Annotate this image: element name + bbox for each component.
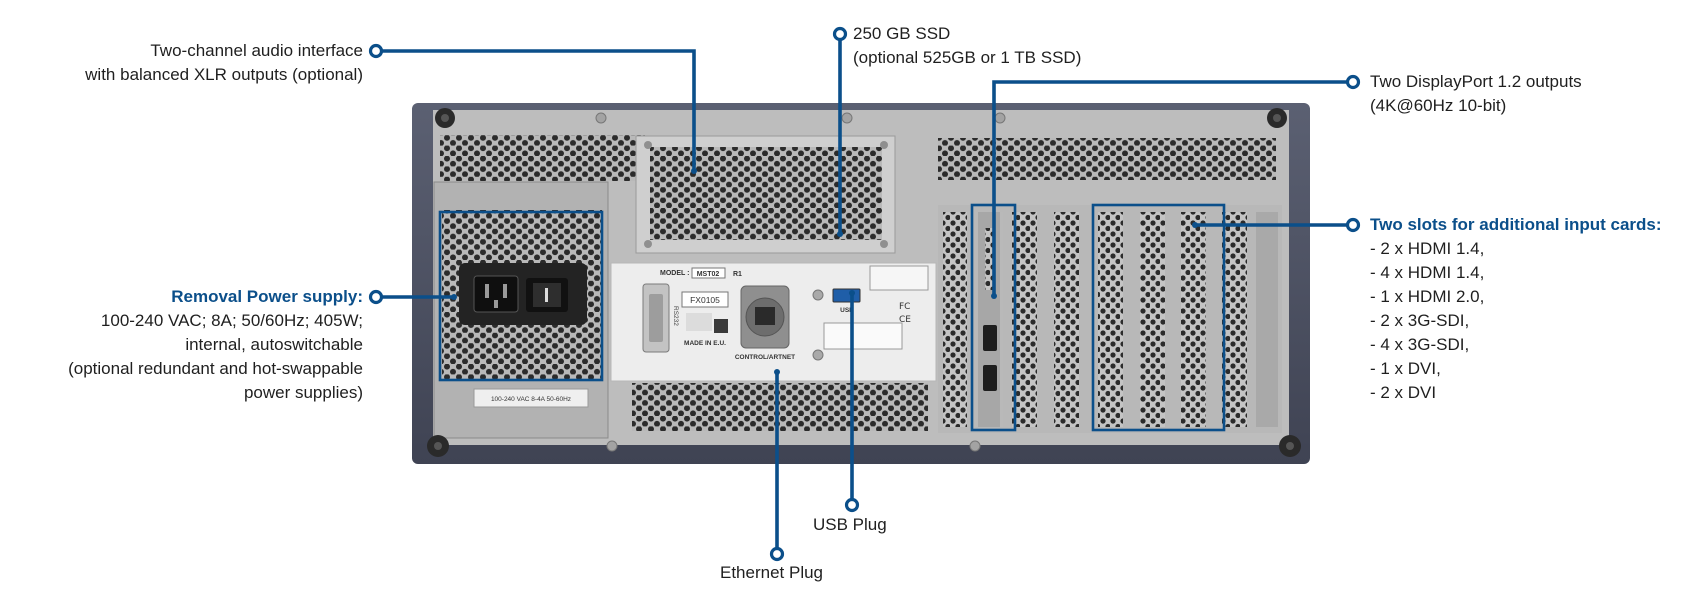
bottom-vent	[632, 383, 928, 431]
input-cards-highlight-box	[1091, 203, 1226, 432]
power-callout-line4: power supplies)	[243, 383, 363, 402]
audio-leader	[379, 49, 696, 172]
input-card-option: - 1 x HDMI 2.0,	[1370, 287, 1485, 306]
usb-callout: USB Plug	[813, 513, 887, 537]
displayport-2	[983, 325, 997, 351]
displayport-leader	[992, 80, 1350, 296]
top-vent-left	[440, 135, 645, 181]
input-card-option: - 1 x DVI,	[1370, 359, 1441, 378]
input-card-option: - 2 x 3G-SDI,	[1370, 311, 1470, 330]
ssd-callout-line1: 250 GB SSD	[853, 24, 951, 43]
displayport-1	[983, 365, 997, 391]
svg-text:CE: CE	[899, 315, 911, 325]
displayport-callout-line2: (4K@60Hz 10-bit)	[1370, 96, 1507, 115]
displayport-callout-line1: Two DisplayPort 1.2 outputs	[1370, 72, 1582, 91]
power-callout-line1: 100-240 VAC; 8A; 50/60Hz; 405W;	[100, 311, 363, 330]
audio-callout: Two-channel audio interface with balance…	[85, 39, 363, 87]
displayport-callout: Two DisplayPort 1.2 outputs (4K@60Hz 10-…	[1370, 70, 1582, 118]
ssd-vent	[650, 147, 882, 240]
top-vent-right	[938, 138, 1276, 180]
svg-text:FC: FC	[899, 302, 910, 312]
ssd-callout: 250 GB SSD (optional 525GB or 1 TB SSD)	[853, 22, 1081, 70]
model-value: MST02	[697, 271, 720, 278]
power-callout-line2: internal, autoswitchable	[185, 335, 363, 354]
power-callout: Removal Power supply: 100-240 VAC; 8A; 5…	[68, 285, 363, 405]
input-cards-callout: Two slots for additional input cards: - …	[1370, 213, 1662, 405]
made-in-label: MADE IN E.U.	[684, 340, 726, 347]
rs232-label: RS232	[672, 306, 679, 326]
input-card-option: - 2 x DVI	[1370, 383, 1437, 402]
usb-callout-label: USB Plug	[813, 515, 887, 534]
serial-tag: FX0105	[690, 295, 720, 305]
model-label: MODEL :	[660, 270, 689, 277]
audio-callout-line1: Two-channel audio interface	[150, 41, 363, 60]
audio-callout-line2: with balanced XLR outputs (optional)	[85, 65, 363, 84]
input-card-option: - 4 x HDMI 1.4,	[1370, 263, 1485, 282]
usb-port-label: USB	[840, 307, 854, 314]
ethernet-callout: Ethernet Plug	[720, 561, 823, 585]
ssd-callout-line2: (optional 525GB or 1 TB SSD)	[853, 48, 1082, 67]
psu-rating-text: 100-240 VAC 8-4A 50-60Hz	[491, 396, 571, 403]
power-callout-line3: (optional redundant and hot-swappable	[68, 359, 363, 378]
ethernet-callout-label: Ethernet Plug	[720, 563, 824, 582]
power-callout-title: Removal Power supply:	[171, 287, 363, 306]
control-port-label: CONTROL/ARTNET	[735, 354, 795, 361]
input-cards-callout-title: Two slots for additional input cards:	[1370, 215, 1662, 234]
usb-port	[832, 288, 861, 303]
input-card-option: - 4 x 3G-SDI,	[1370, 335, 1470, 354]
input-card-option: - 2 x HDMI 1.4,	[1370, 239, 1485, 258]
revision-label: R1	[733, 271, 742, 278]
psu-rating-sticker	[473, 388, 589, 408]
